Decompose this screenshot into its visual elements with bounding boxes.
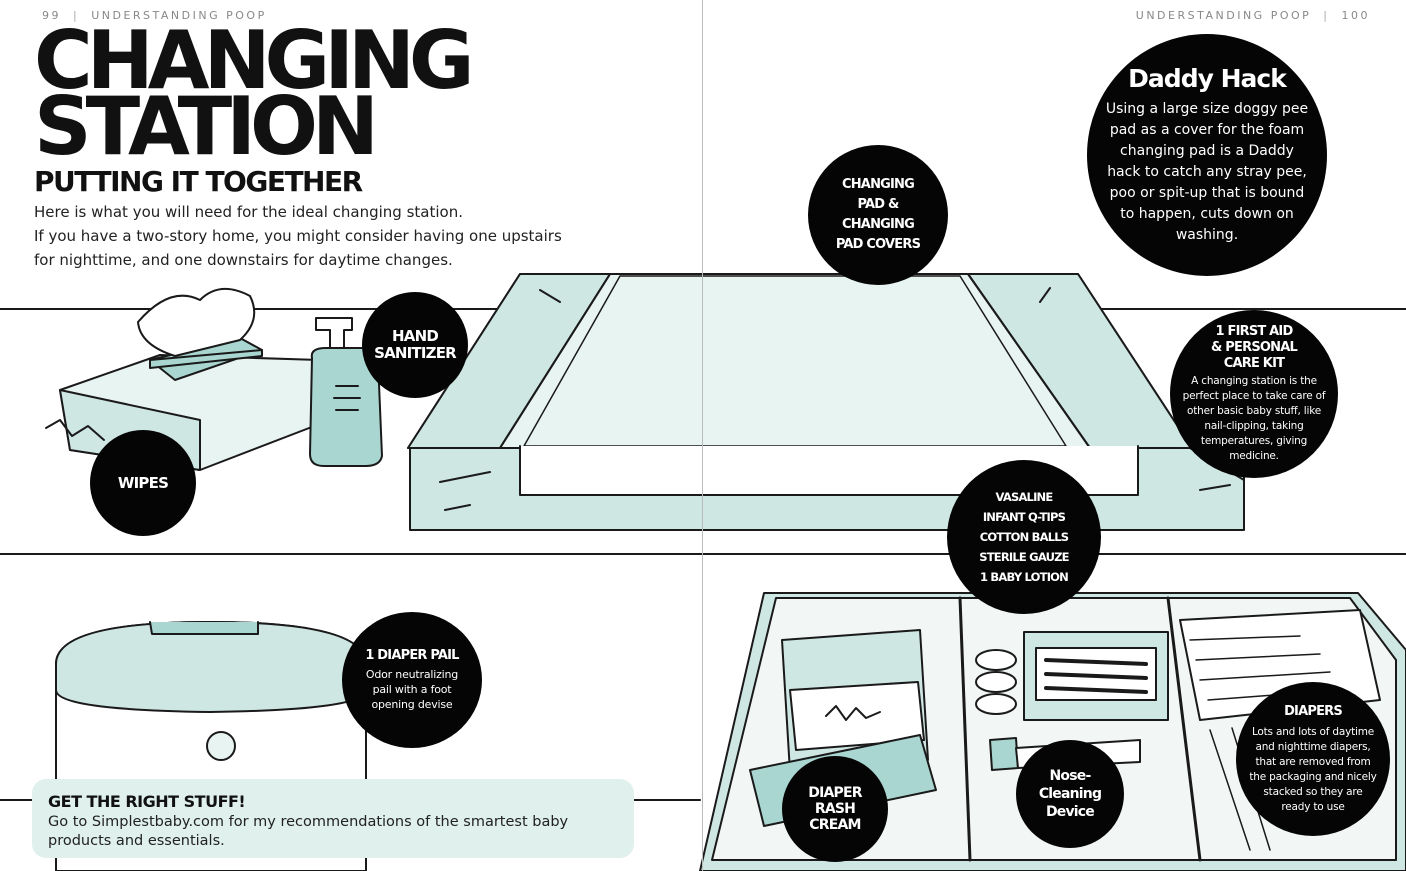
diapers-title: DIAPERS [1284, 703, 1343, 719]
label-line: CREAM [809, 817, 861, 833]
title-line-1: CHANGING [34, 14, 475, 107]
diaper-pail-body: Odor neutralizing pail with a foot openi… [365, 668, 459, 711]
hand-sanitizer-label: HAND SANITIZER [362, 292, 468, 398]
left-page-number: 99 [42, 9, 61, 22]
label-line: & PERSONAL [1211, 340, 1298, 355]
left-section-title: UNDERSTANDING POOP [91, 9, 267, 22]
label-line: SANITIZER [374, 344, 457, 362]
label-line: CHANGING [841, 177, 915, 192]
diaper-rash-cream-label: DIAPER RASH CREAM [782, 756, 888, 862]
diaper-pail-title: 1 DIAPER PAIL [365, 648, 459, 663]
label-line: COTTON BALLS [979, 530, 1069, 544]
head-divider: | [1323, 9, 1330, 22]
label-line: RASH [814, 801, 856, 817]
daddy-hack-title: Daddy Hack [1128, 64, 1287, 93]
daddy-hack-label: Daddy Hack Using a large size doggy pee … [1087, 34, 1327, 276]
label-line: CARE KIT [1223, 356, 1285, 371]
page-title: CHANGING STATION [34, 21, 475, 167]
callout-body: Go to Simplestbaby.com for my recommenda… [48, 814, 569, 849]
diapers-body: Lots and lots of daytime and nighttime d… [1249, 725, 1377, 813]
head-divider: | [73, 9, 80, 22]
label-line: CHANGING [841, 217, 915, 232]
wipes-label: WIPES [90, 430, 196, 536]
page-subtitle: PUTTING IT TOGETHER [34, 165, 363, 198]
intro-line-2: If you have a two-story home, you might … [34, 227, 562, 269]
title-line-2: STATION [34, 80, 379, 173]
diapers-label: DIAPERS Lots and lots of daytime and nig… [1236, 682, 1390, 836]
changing-pad-drawing [407, 273, 1245, 531]
label-line: PAD COVERS [835, 237, 921, 252]
daddy-hack-body: Using a large size doggy pee pad as a co… [1105, 101, 1309, 243]
changing-pad-label: CHANGING PAD & CHANGING PAD COVERS [808, 145, 948, 285]
sanitizer-drawing [309, 317, 383, 467]
label-line: 1 FIRST AID [1215, 324, 1294, 339]
right-section-title: UNDERSTANDING POOP [1135, 9, 1312, 22]
diaper-pail-label: 1 DIAPER PAIL Odor neutralizing pail wit… [342, 612, 482, 748]
toiletries-label: VASALINE INFANT Q-TIPS COTTON BALLS STER… [947, 460, 1101, 614]
wipes-drawing [45, 288, 331, 471]
label-line: VASALINE [995, 490, 1054, 504]
label-line: DIAPER [808, 785, 862, 801]
label-line: INFANT Q-TIPS [982, 510, 1066, 524]
page-spine [702, 0, 703, 871]
label-line: Device [1045, 804, 1095, 820]
label-line: 1 BABY LOTION [980, 570, 1069, 584]
label-line: Cleaning [1038, 786, 1102, 802]
label-line: PAD & [857, 197, 899, 212]
nose-cleaning-label: Nose- Cleaning Device [1016, 740, 1124, 848]
intro-line-1: Here is what you will need for the ideal… [34, 203, 463, 221]
callout-heading: GET THE RIGHT STUFF! [48, 792, 246, 811]
first-aid-body: A changing station is the perfect place … [1182, 375, 1326, 462]
intro-text: Here is what you will need for the ideal… [34, 200, 574, 272]
label-line: STERILE GAUZE [979, 550, 1069, 564]
label-line: WIPES [117, 474, 169, 492]
label-line: Nose- [1049, 768, 1092, 784]
first-aid-label: 1 FIRST AID & PERSONAL CARE KIT A changi… [1170, 310, 1338, 478]
left-running-head: 99 | UNDERSTANDING POOP [42, 9, 267, 22]
right-running-head: UNDERSTANDING POOP | 100 [1136, 9, 1370, 22]
label-line: HAND [392, 327, 439, 345]
right-page-number: 100 [1341, 9, 1370, 22]
get-the-right-stuff-callout: GET THE RIGHT STUFF! Go to Simplestbaby.… [32, 779, 634, 858]
